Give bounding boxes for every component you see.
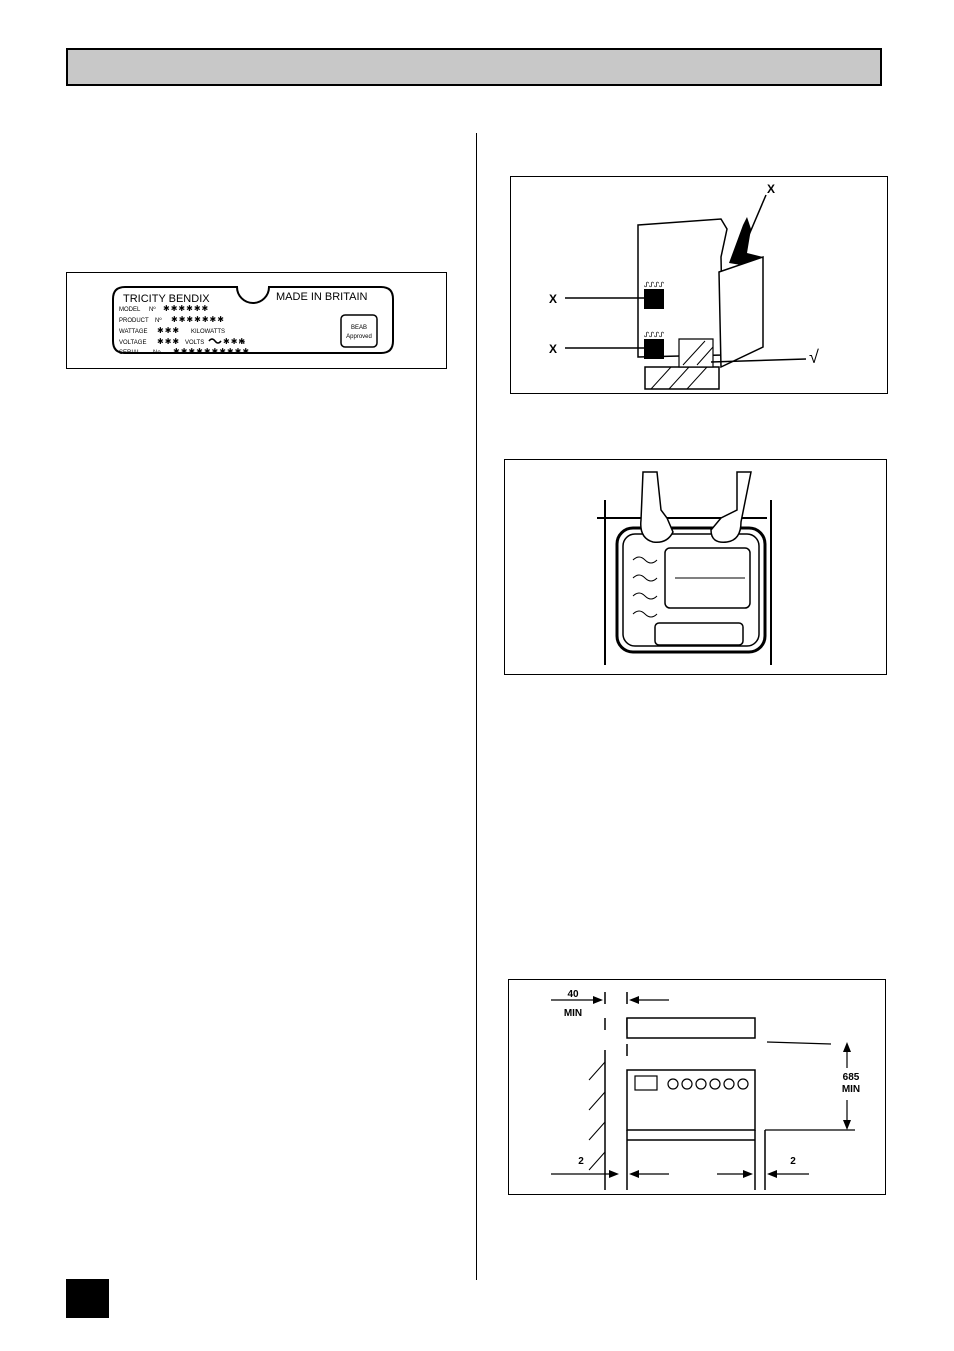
lower-lift-block <box>644 339 664 359</box>
plate-serial-label: SERIAL <box>119 350 141 356</box>
lower-wrong-marker: X <box>549 342 557 356</box>
beab-approval-badge <box>340 314 378 348</box>
page-number-block <box>66 1279 109 1318</box>
correct-marker: √ <box>809 347 819 367</box>
height-arrow-bottom <box>843 1120 851 1130</box>
plate-model-value: ✱✱✱✱✱✱ <box>163 304 209 313</box>
cooker-width-arrow-right <box>743 1170 753 1178</box>
height-ref-top <box>766 1041 832 1045</box>
side-gap-value: 40 <box>567 989 579 1000</box>
upper-panel-marks: ᔑᔑᔑᔑ <box>644 281 664 289</box>
oven-cavity <box>615 526 767 654</box>
rating-plate-figure: TRICITY BENDIX MADE IN BRITAIN MODEL Nº … <box>66 272 447 369</box>
plate-product-no: Nº <box>155 317 162 324</box>
plate-wattage-unit: KILOWATTS <box>191 329 225 335</box>
plate-wattage-value: ✱✱✱ <box>157 326 180 335</box>
badge-line-1: BEAB <box>351 325 367 331</box>
oven-lifting-figure <box>504 459 887 675</box>
plate-brand: TRICITY BENDIX <box>123 293 210 305</box>
plate-origin: MADE IN BRITAIN <box>276 291 368 303</box>
control-knobs <box>667 1078 749 1090</box>
clearance-figure: 40 MIN 685 MIN <box>508 979 886 1195</box>
plate-freq-unit: Hz <box>239 340 246 346</box>
side-gap-unit: MIN <box>564 1008 582 1019</box>
plate-serial-value: ✱✱✱✱✱✱✱✱✱✱ <box>173 347 250 356</box>
rating-plate-svg: TRICITY BENDIX MADE IN BRITAIN MODEL Nº … <box>112 286 394 356</box>
left-gap-value: 2 <box>578 1156 584 1167</box>
oven-lifting-svg <box>597 471 772 665</box>
correct-pointer-line <box>710 358 807 363</box>
top-wrong-marker: X <box>767 182 775 196</box>
upper-lift-block <box>644 289 664 309</box>
cooker-side-panel <box>637 218 728 358</box>
cooker-width-arrow-left <box>629 1170 639 1178</box>
cooker-front-panel <box>718 255 764 369</box>
height-gap-value: 685 <box>843 1072 860 1083</box>
right-gap-value: 2 <box>790 1156 796 1167</box>
plate-wattage-label: WATTAGE <box>119 329 148 335</box>
header-bar <box>66 48 882 86</box>
plate-outline <box>112 286 394 354</box>
plinth-hatching <box>650 340 714 390</box>
plate-product-label: PRODUCT <box>119 318 149 324</box>
base-plinth <box>644 366 720 390</box>
hands-icon <box>640 471 752 544</box>
column-divider <box>476 133 477 1280</box>
shelf-runners <box>632 556 745 618</box>
lifting-points-svg: X ᔑᔑᔑᔑ ᔑᔑᔑᔑ X X √ <box>549 182 819 390</box>
right-gap-arrow <box>767 1170 777 1178</box>
lifting-points-figure: X ᔑᔑᔑᔑ ᔑᔑᔑᔑ X X √ <box>510 176 888 394</box>
plate-freq-value: ✱✱✱ <box>223 337 246 346</box>
lower-panel-marks: ᔑᔑᔑᔑ <box>644 331 664 339</box>
plate-model-label: MODEL <box>119 307 141 313</box>
side-gap-arrow-right <box>629 996 639 1004</box>
height-gap-unit: MIN <box>842 1084 860 1095</box>
badge-line-2: Approved <box>346 334 372 340</box>
upper-wrong-marker: X <box>549 292 557 306</box>
plate-voltage-value: ✱✱✱ <box>157 337 180 346</box>
plate-voltage-label: VOLTAGE <box>119 340 146 346</box>
height-arrow-top <box>843 1042 851 1052</box>
top-pointer-line <box>742 194 767 250</box>
plate-product-value: ✱✱✱✱✱✱✱ <box>171 315 225 324</box>
wall-cabinet <box>626 1017 756 1039</box>
left-gap-arrow <box>609 1170 619 1178</box>
side-gap-arrow-left <box>593 996 603 1004</box>
plate-serial-no: No <box>153 350 161 356</box>
plate-model-no: Nº <box>149 306 156 313</box>
control-display <box>634 1075 658 1091</box>
plate-voltage-unit: VOLTS <box>185 340 204 346</box>
ac-wave-icon <box>208 338 222 344</box>
clearance-svg: 40 MIN 685 MIN <box>551 989 860 1190</box>
oven-tray <box>654 622 744 646</box>
oven-cavity-inner <box>622 533 760 647</box>
left-unit-hatching <box>588 1061 606 1171</box>
